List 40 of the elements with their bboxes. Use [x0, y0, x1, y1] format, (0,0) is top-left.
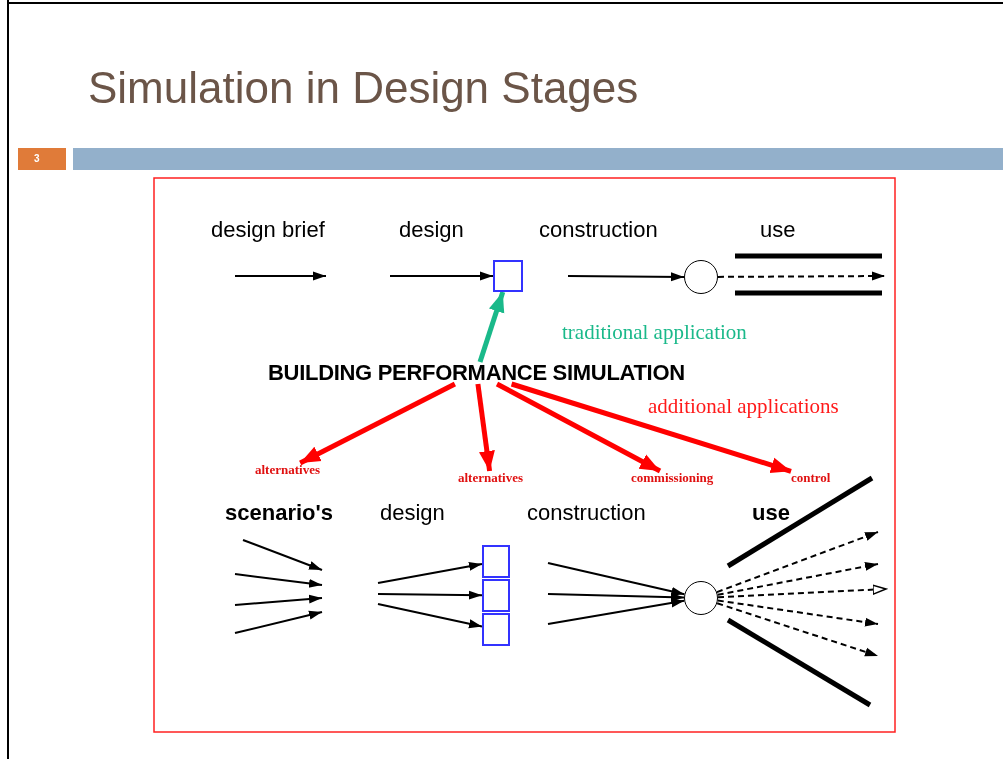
arrow: [547, 598, 686, 625]
edge-label: traditional application: [562, 322, 747, 343]
arrow: [715, 531, 879, 594]
arrow: [377, 562, 483, 584]
stage-label: use: [760, 219, 796, 241]
square-symbol: [493, 260, 523, 292]
stage-label: design brief: [211, 219, 325, 241]
slide-number: 3: [18, 148, 66, 170]
arrow: [377, 590, 483, 600]
stage-label: design: [399, 219, 464, 241]
simulation-label: BUILDING PERFORMANCE SIMULATION: [268, 362, 685, 384]
arrow: [495, 381, 662, 474]
stage-label: construction: [539, 219, 658, 241]
arrow: [547, 592, 685, 602]
arrow: [547, 562, 686, 596]
arrow: [716, 599, 879, 627]
arrow: [475, 383, 495, 472]
arrow: [477, 291, 506, 363]
stage-label: use: [752, 502, 790, 524]
stage-label: design: [380, 502, 445, 524]
arrow: [377, 603, 483, 629]
arrow: [389, 271, 494, 281]
stage-label: scenario's: [225, 502, 333, 524]
application-label: alternatives: [255, 463, 320, 476]
square-symbol: [482, 545, 510, 578]
square-symbol: [482, 579, 510, 612]
arrow: [567, 272, 685, 282]
arrow: [716, 602, 879, 657]
arrow: [510, 381, 792, 474]
application-label: commissioning: [631, 471, 714, 484]
arrow: [717, 584, 887, 599]
slide-title: Simulation in Design Stages: [88, 66, 639, 110]
application-label: control: [791, 471, 831, 484]
stage-label: construction: [527, 502, 646, 524]
arrow: [299, 381, 457, 466]
application-label: alternatives: [458, 471, 523, 484]
arrow: [716, 562, 879, 596]
arrow: [717, 271, 886, 281]
square-symbol: [482, 613, 510, 646]
annotation: additional applications: [648, 396, 839, 417]
